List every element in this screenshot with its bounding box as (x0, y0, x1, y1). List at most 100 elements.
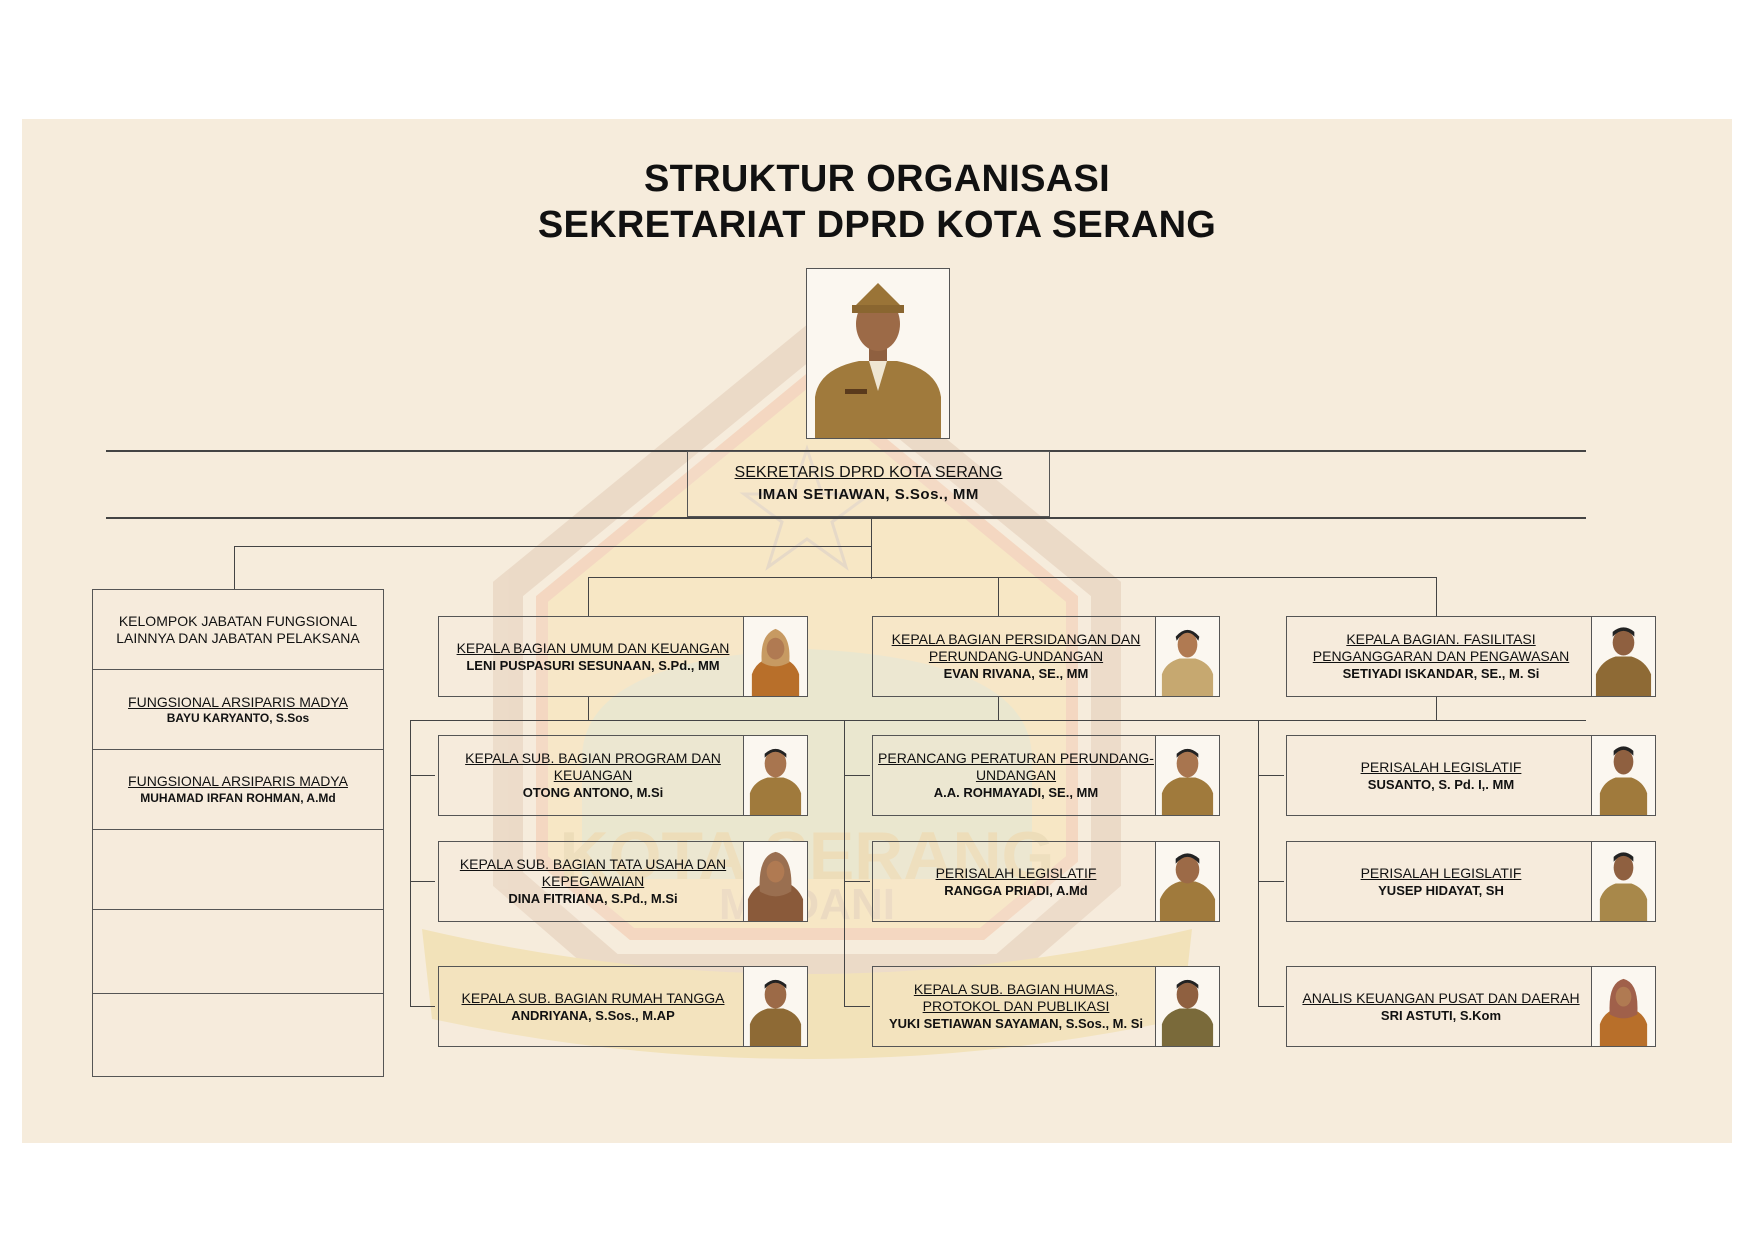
connector-divisions (588, 577, 1436, 578)
connector-staff-3-1 (1258, 775, 1284, 776)
role-label: KEPALA SUB. BAGIAN TATA USAHA DAN KEPEGA… (459, 856, 727, 889)
name-label: LENI PUSPASURI SESUNAAN, S.Pd., MM (466, 657, 720, 673)
person-photo-icon (1161, 629, 1214, 696)
role-label: PERISALAH LEGISLATIF (1360, 758, 1522, 775)
role-label: KEPALA SUB. BAGIAN PROGRAM DAN KEUANGAN (465, 750, 721, 783)
connector-staff-3-2 (1258, 881, 1284, 882)
role-label: FUNGSIONAL ARSIPARIS MADYA (128, 772, 348, 789)
division-2-staff-1-box: PERANCANG PERATURAN PERUNDANG-UNDANGAN A… (872, 735, 1220, 816)
division-3-staff-3-box: ANALIS KEUANGAN PUSAT DAN DAERAH SRI AST… (1286, 966, 1656, 1047)
connector-staff-col-2 (844, 720, 845, 1007)
connector-division-2-down (998, 696, 999, 721)
role-label: PERISALAH LEGISLATIF (1360, 864, 1522, 881)
functional-group-box: KELOMPOK JABATAN FUNGSIONAL LAINNYA DAN … (92, 589, 384, 1077)
role-label: ANALIS KEUANGAN PUSAT DAN DAERAH (1302, 989, 1580, 1006)
connector-division-1-down (588, 696, 589, 721)
person-photo-icon (1599, 852, 1648, 921)
name-label: MUHAMAD IRFAN ROHMAN, A.Md (140, 790, 336, 805)
connector-staff-band (410, 720, 1586, 721)
secretary-box: SEKRETARIS DPRD KOTA SERANG IMAN SETIAWA… (687, 451, 1050, 517)
person-photo-icon (807, 269, 949, 438)
division-2-head-photo (1155, 617, 1219, 696)
role-label: KEPALA SUB. BAGIAN HUMAS, PROTOKOL DAN P… (913, 981, 1119, 1014)
name-label: DINA FITRIANA, S.Pd., M.Si (508, 891, 678, 906)
page-title-line-1: STRUKTUR ORGANISASI (644, 158, 1110, 200)
name-label: BAYU KARYANTO, S.Sos (166, 711, 310, 725)
person-photo-icon (1161, 979, 1214, 1046)
person-photo-icon (1159, 853, 1216, 921)
role-label: KEPALA BAGIAN PERSIDANGAN DAN PERUNDANG-… (891, 631, 1141, 664)
division-3-staff-2-photo (1591, 842, 1655, 921)
name-label: IMAN SETIAWAN, S.Sos., MM (758, 486, 979, 503)
connector-staff-col-3 (1258, 720, 1259, 1007)
division-1-head-photo (743, 617, 807, 696)
connector-division-3-down (1436, 696, 1437, 721)
name-label: YUSEP HIDAYAT, SH (1378, 882, 1504, 898)
person-photo-icon (1595, 627, 1652, 696)
role-label: PERANCANG PERATURAN PERUNDANG-UNDANGAN (878, 750, 1154, 783)
division-1-staff-2-photo (743, 842, 807, 921)
connector-trunk (871, 519, 872, 579)
division-2-staff-2-box: PERISALAH LEGISLATIF RANGGA PRIADI, A.Md (872, 841, 1220, 922)
division-2-staff-3-box: KEPALA SUB. BAGIAN HUMAS, PROTOKOL DAN P… (872, 966, 1220, 1047)
division-1-staff-1-photo (743, 736, 807, 815)
connector-to-functional (234, 546, 871, 547)
connector-staff-3-3 (1258, 1006, 1284, 1007)
connector-staff-col-1 (410, 720, 411, 1007)
connector-staff-1-2 (410, 881, 435, 882)
functional-group-header: KELOMPOK JABATAN FUNGSIONAL LAINNYA DAN … (93, 590, 383, 670)
functional-member-1: FUNGSIONAL ARSIPARIS MADYA BAYU KARYANTO… (93, 670, 383, 750)
name-label: RANGGA PRIADI, A.Md (944, 882, 1088, 898)
connector-functional-drop (234, 546, 235, 589)
functional-member-2: FUNGSIONAL ARSIPARIS MADYA MUHAMAD IRFAN… (93, 750, 383, 830)
division-3-staff-1-box: PERISALAH LEGISLATIF SUSANTO, S. Pd. I,.… (1286, 735, 1656, 816)
division-2-head-box: KEPALA BAGIAN PERSIDANGAN DAN PERUNDANG-… (872, 616, 1220, 697)
functional-empty-slot (93, 910, 383, 994)
role-label: KEPALA SUB. BAGIAN RUMAH TANGGA (461, 989, 725, 1006)
name-label: ANDRIYANA, S.Sos., M.AP (511, 1007, 675, 1023)
division-1-staff-3-photo (743, 967, 807, 1046)
person-photo-icon (1599, 978, 1648, 1046)
division-1-head-box: KEPALA BAGIAN UMUM DAN KEUANGAN LENI PUS… (438, 616, 808, 697)
division-2-staff-3-photo (1155, 967, 1219, 1046)
division-3-head-box: KEPALA BAGIAN. FASILITASI PENGANGGARAN D… (1286, 616, 1656, 697)
division-3-head-photo (1591, 617, 1655, 696)
division-1-staff-3-box: KEPALA SUB. BAGIAN RUMAH TANGGA ANDRIYAN… (438, 966, 808, 1047)
role-label: KEPALA BAGIAN. FASILITASI PENGANGGARAN D… (1312, 631, 1570, 664)
person-photo-icon (749, 748, 802, 815)
connector-staff-1-1 (410, 775, 435, 776)
org-chart-panel: KOTA SERANG MADANI STRUKTUR ORGANISASI S… (22, 119, 1732, 1143)
name-label: EVAN RIVANA, SE., MM (943, 666, 1089, 681)
connector-division-3 (1436, 577, 1437, 616)
division-2-staff-2-photo (1155, 842, 1219, 921)
name-label: SETIYADI ISKANDAR, SE., M. Si (1342, 666, 1540, 681)
role-label: SEKRETARIS DPRD KOTA SERANG (734, 464, 1003, 481)
head-band-bottom-line (106, 517, 1586, 519)
page-title-line-2: SEKRETARIAT DPRD KOTA SERANG (537, 204, 1217, 246)
person-photo-icon (1599, 746, 1648, 815)
person-photo-icon (751, 628, 800, 696)
connector-staff-2-3 (844, 1006, 870, 1007)
division-2-staff-1-photo (1155, 736, 1219, 815)
connector-staff-1-3 (410, 1006, 435, 1007)
name-label: A.A. ROHMAYADI, SE., MM (933, 785, 1099, 800)
division-3-staff-3-photo (1591, 967, 1655, 1046)
name-label: SUSANTO, S. Pd. I,. MM (1367, 776, 1515, 792)
division-1-staff-1-box: KEPALA SUB. BAGIAN PROGRAM DAN KEUANGAN … (438, 735, 808, 816)
functional-empty-slot (93, 830, 383, 910)
connector-division-2 (998, 577, 999, 616)
person-photo-icon (1161, 748, 1214, 815)
name-label: OTONG ANTONO, M.Si (522, 785, 664, 800)
connector-division-1 (588, 577, 589, 616)
connector-staff-2-1 (844, 775, 870, 776)
person-photo-icon (749, 979, 802, 1046)
division-1-staff-2-box: KEPALA SUB. BAGIAN TATA USAHA DAN KEPEGA… (438, 841, 808, 922)
person-photo-icon (747, 851, 804, 921)
division-3-staff-2-box: PERISALAH LEGISLATIF YUSEP HIDAYAT, SH (1286, 841, 1656, 922)
secretary-photo (806, 268, 950, 439)
role-label: FUNGSIONAL ARSIPARIS MADYA (128, 694, 348, 710)
division-3-staff-1-photo (1591, 736, 1655, 815)
role-label: KEPALA BAGIAN UMUM DAN KEUANGAN (456, 639, 730, 656)
role-label: PERISALAH LEGISLATIF (935, 864, 1097, 881)
name-label: SRI ASTUTI, S.Kom (1380, 1007, 1502, 1023)
